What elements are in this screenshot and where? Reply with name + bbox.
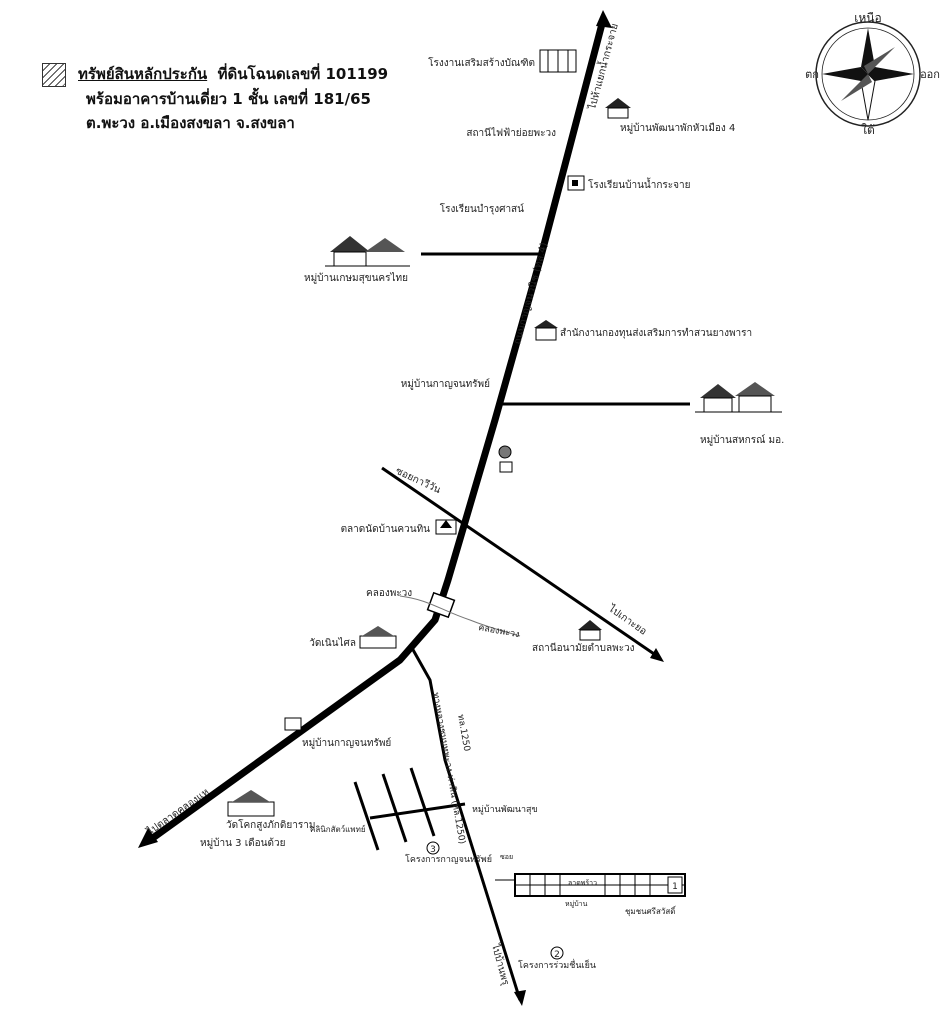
- village-4-house-icon: [605, 98, 631, 119]
- legend-address: ต.พะวง อ.เมืองสงขลา จ.สงขลา: [86, 113, 295, 132]
- soi-2: [381, 773, 408, 843]
- label-temple: วัดเนินไศล: [309, 637, 356, 649]
- label-temple-2: วัดโคกสูงภักดิยาราม: [226, 818, 315, 831]
- collateral-lot: 1: [514, 873, 686, 897]
- legend-title: ทรัพย์สินหลักประกัน: [78, 65, 208, 83]
- legend-building: พร้อมอาคารบ้านเดี่ยว 1 ชั้น เลขที่ 181/6…: [86, 89, 371, 108]
- arrow-south-icon: [514, 990, 526, 1006]
- circle-3-marker: [426, 841, 440, 855]
- shop-icon: [284, 717, 302, 731]
- circle-2-marker: [550, 946, 564, 960]
- compass-north-label: เหนือ: [854, 11, 881, 25]
- label-to-ko-yo: ไปเกาะยอ: [605, 602, 649, 637]
- arrow-southwest-icon: [138, 828, 158, 848]
- label-lot-2: หมู่บ้าน: [565, 900, 588, 908]
- village-kasem-house-icon: [325, 236, 410, 267]
- label-office: สำนักงานกองทุนส่งเสริมการทำสวนยางพารา: [560, 328, 752, 339]
- label-market: ตลาดนัดบ้านควนทิน: [341, 523, 431, 535]
- label-community: ชุมชนศรีสวัสดิ์: [625, 905, 677, 916]
- label-canal: คลองพะวง: [366, 588, 412, 599]
- label-canal-2: คลองพะวง: [477, 623, 520, 640]
- soi-3: [409, 767, 436, 837]
- circle-3-label: 3: [430, 845, 436, 855]
- bridge: [426, 591, 456, 619]
- label-village-4: หมู่บ้านพัฒนาพักหัวเมือง 4: [620, 122, 735, 134]
- label-hospital: โรงงานเสริมสร้างบัณฑิต: [428, 56, 535, 69]
- office-building-icon: [534, 320, 558, 341]
- circle-2-label: 2: [554, 950, 560, 960]
- arrow-north-icon: [596, 10, 612, 28]
- collateral-hatch-swatch: [42, 62, 66, 87]
- label-school-2: โรงเรียนบำรุงศาสน์: [440, 202, 524, 215]
- label-to-pattani: ไปตลาดคลองแห: [144, 786, 211, 838]
- temple-marker-icon: [498, 445, 513, 473]
- label-health-center: สถานีอนามัยตำบลพะวง: [532, 642, 635, 654]
- side-road-kaviwan: [381, 466, 661, 660]
- temple-icon: [359, 626, 397, 649]
- compass-west-label: ตก: [805, 68, 819, 81]
- school-1-icon: [567, 175, 585, 191]
- label-project-2: โครงการร่วมชื่นเย็น: [518, 958, 596, 971]
- canal-line: [399, 595, 521, 637]
- compass-rose: เหนือ ใต้ ออก ตก: [805, 11, 940, 137]
- health-center-icon: [578, 620, 602, 641]
- legend-title-row: ทรัพย์สินหลักประกัน ที่ดินโฉนดเลขที่ 101…: [42, 62, 462, 87]
- label-village-pattana: หมู่บ้านพัฒนาสุข: [472, 804, 538, 815]
- label-village-kanchana: หมู่บ้านกาญจนทรัพย์: [401, 378, 490, 390]
- label-route-no: ทล.1250: [455, 714, 471, 753]
- label-village-kasem: หมู่บ้านเกษมสุขนครไทย: [304, 272, 408, 284]
- village-sahakon-house-icon: [695, 382, 782, 413]
- label-lot: ลาดพร้าว: [568, 879, 597, 887]
- hospital-building-icon: [539, 49, 577, 73]
- label-village-kanchana-2: หมู่บ้านกาญจนทรัพย์: [302, 737, 391, 749]
- route-1250: [410, 647, 522, 1001]
- compass-south-label: ใต้: [861, 123, 875, 137]
- lot-circle-1-label: 1: [672, 882, 678, 892]
- soi-1: [353, 781, 380, 851]
- label-village-sahakon: หมู่บ้านสหกรณ์ มอ.: [700, 434, 784, 446]
- label-village-3: หมู่บ้าน 3 เดือนด้วย: [200, 837, 285, 849]
- label-shop: คลินิกสัตว์แพทย์: [310, 824, 366, 834]
- soi-cross: [369, 802, 466, 820]
- label-power-station: สถานีไฟฟ้าย่อยพะวง: [466, 127, 556, 139]
- label-soi-name: ซอย: [500, 853, 513, 861]
- arrow-southeast-icon: [650, 648, 664, 662]
- temple-2-icon: [227, 790, 275, 817]
- label-school-1: โรงเรียนบ้านน้ำกระจาย: [588, 177, 691, 191]
- legend: ทรัพย์สินหลักประกัน ที่ดินโฉนดเลขที่ 101…: [42, 62, 462, 135]
- label-project-3: โครงการกาญจนทรัพย์: [405, 853, 492, 865]
- market-icon: [435, 519, 457, 535]
- legend-deed: ที่ดินโฉนดเลขที่ 101199: [217, 65, 389, 83]
- main-highway: [147, 19, 607, 843]
- compass-east-label: ออก: [920, 68, 940, 81]
